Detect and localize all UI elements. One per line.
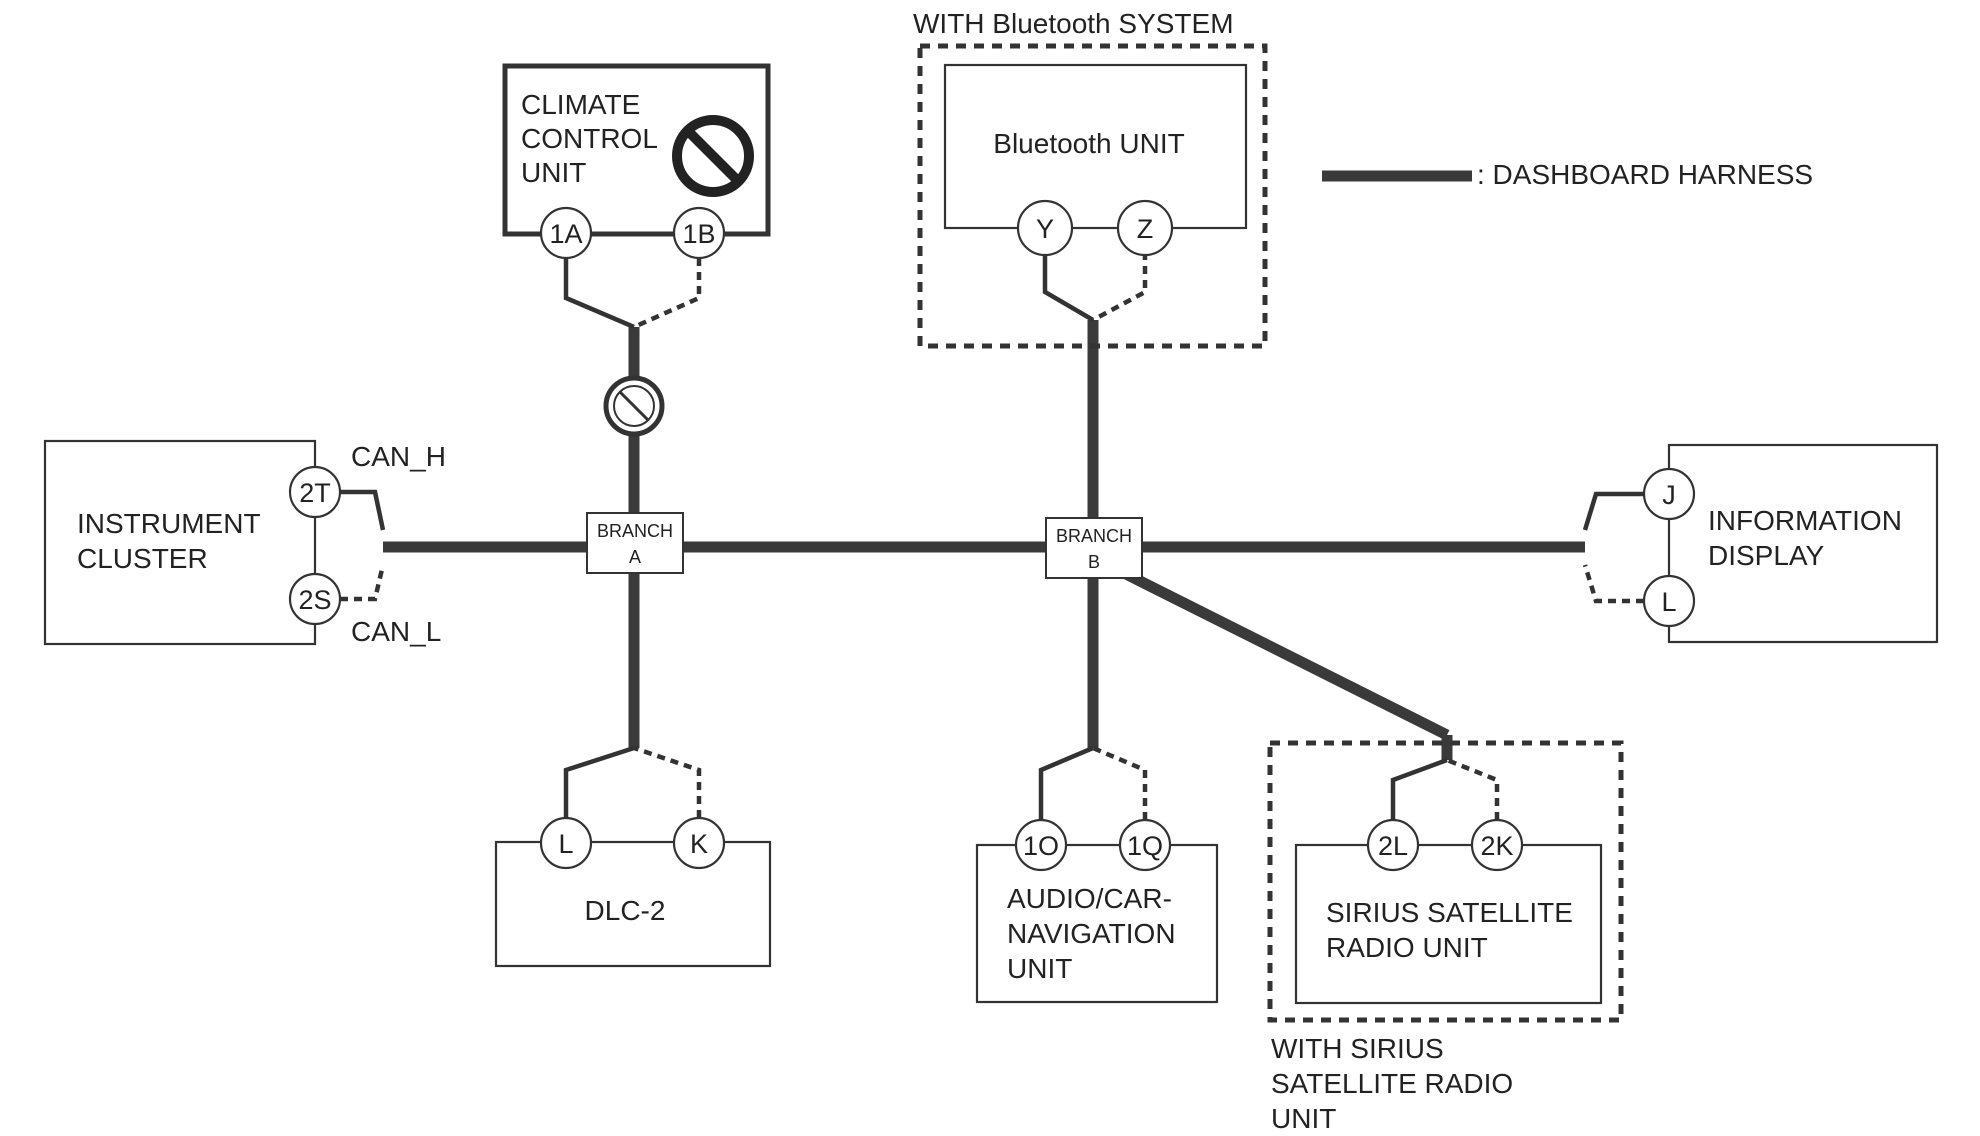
audio-label-line-2: NAVIGATION — [1007, 918, 1176, 949]
legend: : DASHBOARD HARNESS — [1322, 159, 1813, 190]
info-display-label-line-1: INFORMATION — [1708, 505, 1902, 536]
connector-z — [1116, 199, 1174, 257]
bluetooth-system-dashed-border — [917, 43, 1268, 349]
connector-2s — [288, 572, 342, 626]
sirius-system-group: SIRIUS SATELLITE RADIO UNIT 2L 2K WITH S… — [1267, 740, 1624, 1134]
legend-label: : DASHBOARD HARNESS — [1477, 159, 1813, 190]
info-display-can-h-wire — [1582, 491, 1644, 531]
connector-2l — [1366, 818, 1420, 872]
climate-can-h-wire — [563, 258, 635, 330]
can-h-label: CAN_H — [351, 441, 446, 472]
branch-b-label-line-2: B — [1088, 552, 1100, 572]
connector-1b-label: 1B — [682, 219, 715, 249]
connector-y-label: Y — [1036, 214, 1054, 244]
branch-a-label-line-2: A — [629, 547, 641, 567]
info-display-label-line-2: DISPLAY — [1708, 540, 1825, 571]
information-display-box — [1667, 443, 1939, 644]
bluetooth-unit-label: Bluetooth UNIT — [993, 128, 1184, 159]
instrument-can-h-wire — [340, 489, 386, 531]
branch-a: BRANCH A — [586, 512, 684, 574]
info-display-can-l-wire — [1582, 564, 1644, 604]
connector-y — [1016, 199, 1074, 257]
dlc-2-label: DLC-2 — [585, 895, 666, 926]
audio-label-line-3: UNIT — [1007, 953, 1072, 984]
connector-2l-label: 2L — [1378, 831, 1408, 861]
sirius-system-label-line-2: SATELLITE RADIO — [1271, 1068, 1513, 1099]
branch-b: BRANCH B — [1045, 517, 1143, 579]
sirius-unit-box — [1294, 843, 1603, 1005]
connector-l-info-label: L — [1661, 587, 1676, 617]
connector-k — [672, 816, 726, 870]
bluetooth-system-label: WITH Bluetooth SYSTEM — [913, 8, 1234, 39]
audio-can-h-wire — [1038, 745, 1094, 820]
connector-1b — [672, 206, 726, 260]
circuit-prohibited-icon — [603, 375, 665, 437]
climate-control-box — [502, 63, 771, 237]
harness-sirius-run — [1115, 565, 1450, 740]
dlc-2: DLC-2 L K — [494, 745, 772, 968]
connector-l-dlc-label: L — [558, 829, 573, 859]
connector-1o — [1014, 818, 1068, 872]
dashboard-harness — [383, 320, 1585, 760]
sirius-system-label-line-3: UNIT — [1271, 1103, 1336, 1134]
bluetooth-can-l-wire — [1091, 252, 1148, 322]
dlc-can-h-wire — [563, 745, 635, 818]
connector-j — [1642, 467, 1696, 521]
connector-2t-label: 2T — [299, 478, 331, 508]
connector-k-label: K — [690, 829, 708, 859]
sirius-label-line-2: RADIO UNIT — [1326, 932, 1488, 963]
audio-navigation-unit: AUDIO/CAR- NAVIGATION UNIT 1O 1Q — [975, 745, 1219, 1004]
connector-z-label: Z — [1137, 214, 1154, 244]
climate-label-line-3: UNIT — [521, 157, 586, 188]
sirius-system-dashed-border — [1267, 740, 1624, 1023]
connector-1o-label: 1O — [1023, 831, 1059, 861]
can-l-label: CAN_L — [351, 616, 441, 647]
climate-label-line-2: CONTROL — [521, 123, 658, 154]
connector-j-label: J — [1662, 480, 1676, 510]
connector-2k — [1470, 818, 1524, 872]
connector-1a-label: 1A — [549, 219, 582, 249]
dlc-2-box — [494, 840, 772, 968]
climate-control-unit: CLIMATE CONTROL UNIT 1A 1B — [502, 63, 771, 437]
sirius-system-label-line-1: WITH SIRIUS — [1271, 1033, 1444, 1064]
branch-b-label-line-1: BRANCH — [1056, 526, 1132, 546]
branch-a-box — [586, 512, 684, 574]
instrument-cluster: INSTRUMENT CLUSTER 2T 2S CAN_H CAN_L — [43, 439, 446, 647]
connector-1q-label: 1Q — [1127, 831, 1163, 861]
bluetooth-can-h-wire — [1042, 252, 1095, 322]
audio-navigation-box — [975, 843, 1219, 1004]
bluetooth-unit-box — [943, 63, 1248, 230]
instrument-cluster-box — [43, 439, 317, 646]
audio-can-l-wire — [1092, 745, 1148, 820]
instrument-can-l-wire — [340, 564, 386, 602]
instrument-label-line-2: CLUSTER — [77, 543, 208, 574]
dlc-can-l-wire — [633, 745, 702, 818]
information-display: INFORMATION DISPLAY J L — [1582, 443, 1939, 644]
connector-2k-label: 2K — [1480, 831, 1513, 861]
prohibited-icon — [672, 115, 754, 197]
branch-a-label-line-1: BRANCH — [597, 521, 673, 541]
connector-2t — [288, 465, 342, 519]
sirius-label-line-1: SIRIUS SATELLITE — [1326, 897, 1573, 928]
connector-l-dlc — [539, 816, 593, 870]
bluetooth-system-group: WITH Bluetooth SYSTEM Bluetooth UNIT Y Z — [913, 8, 1268, 349]
sirius-can-h-wire — [1390, 757, 1448, 820]
climate-label-line-1: CLIMATE — [521, 89, 640, 120]
connector-l-info — [1642, 574, 1696, 628]
branch-b-box — [1045, 517, 1143, 579]
instrument-label-line-1: INSTRUMENT — [77, 508, 261, 539]
connector-1a — [539, 206, 593, 260]
sirius-can-l-wire — [1446, 757, 1500, 820]
audio-label-line-1: AUDIO/CAR- — [1007, 883, 1172, 914]
connector-2s-label: 2S — [298, 585, 331, 615]
connector-1q — [1118, 818, 1172, 872]
climate-can-l-wire — [633, 258, 702, 330]
